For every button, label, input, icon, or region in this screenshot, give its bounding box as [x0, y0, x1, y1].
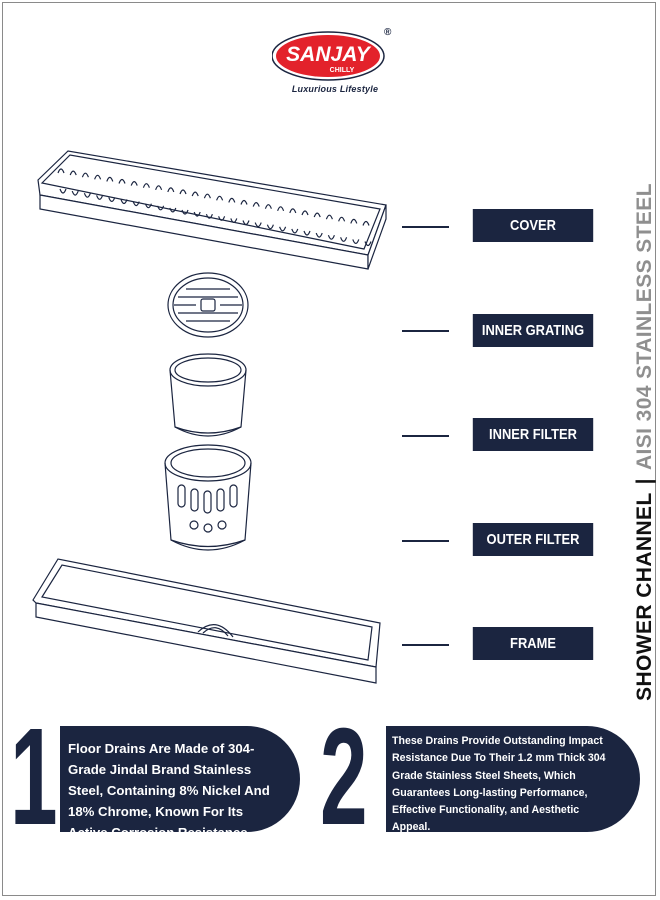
brand-tagline: Luxurious Lifestyle — [291, 84, 379, 94]
cover-slot — [325, 214, 335, 240]
material-name: AISI 304 STAINLESS STEEL — [633, 183, 656, 471]
cover-slot — [142, 183, 152, 209]
cover-slot — [69, 170, 79, 196]
brand-name: SANJAY — [286, 43, 372, 66]
inner-filter-drawing — [169, 353, 247, 437]
cover-slot — [350, 218, 360, 244]
label-inner-grating: INNER GRATING — [472, 314, 594, 347]
feature-text-1: Floor Drains Are Made of 304-Grade Jinda… — [68, 741, 270, 840]
cover-slot — [167, 187, 177, 213]
title-separator: | — [633, 478, 656, 485]
cover-slot — [130, 181, 140, 207]
registered-mark: ® — [384, 27, 392, 38]
label-cover: COVER — [472, 209, 594, 242]
cover-slot — [179, 189, 189, 215]
cover-slot — [81, 172, 91, 198]
cover-slot — [228, 197, 238, 223]
cover-slot — [155, 185, 165, 211]
brand-logo: SANJAY CHILLY — [272, 31, 385, 81]
cover-slot — [240, 199, 250, 226]
leader-line — [402, 644, 449, 646]
cover-drawing — [37, 150, 387, 270]
leader-line — [402, 540, 449, 542]
outer-filter-drawing — [164, 444, 252, 551]
cover-slot — [94, 174, 104, 200]
leader-line — [402, 330, 449, 332]
feature-number-2: 2 — [320, 700, 368, 854]
cover-slot — [106, 176, 116, 202]
leader-line — [402, 226, 449, 228]
cover-slot — [216, 195, 226, 221]
exploded-view-illustration — [32, 150, 387, 684]
feature-card-2: These Drains Provide Outstanding Impact … — [386, 726, 640, 833]
cover-slot — [57, 168, 67, 194]
feature-text-2: These Drains Provide Outstanding Impact … — [392, 735, 606, 834]
cover-slot — [203, 193, 213, 219]
brand-sub: CHILLY — [330, 67, 355, 74]
label-frame: FRAME — [472, 627, 594, 660]
cover-slot — [277, 206, 287, 232]
cover-slot — [289, 208, 299, 234]
feature-card-1: Floor Drains Are Made of 304-Grade Jinda… — [60, 726, 300, 840]
cover-slot — [301, 210, 311, 236]
feature-number-1: 1 — [10, 700, 58, 854]
label-outer-filter: OUTER FILTER — [472, 523, 594, 556]
label-inner-filter: INNER FILTER — [472, 418, 594, 451]
frame-drawing — [32, 558, 381, 684]
cover-slot — [264, 204, 274, 230]
cover-slot — [362, 220, 372, 247]
cover-slot — [252, 202, 262, 228]
cover-slot — [118, 178, 128, 205]
cover-slot — [338, 216, 348, 242]
cover-slot — [191, 191, 201, 217]
product-name: SHOWER CHANNEL — [633, 492, 656, 701]
cover-slot — [313, 212, 323, 238]
inner-grating-drawing — [167, 272, 249, 338]
vertical-title: SHOWER CHANNEL | AISI 304 STAINLESS STEEL — [633, 152, 660, 732]
leader-line — [402, 435, 449, 437]
